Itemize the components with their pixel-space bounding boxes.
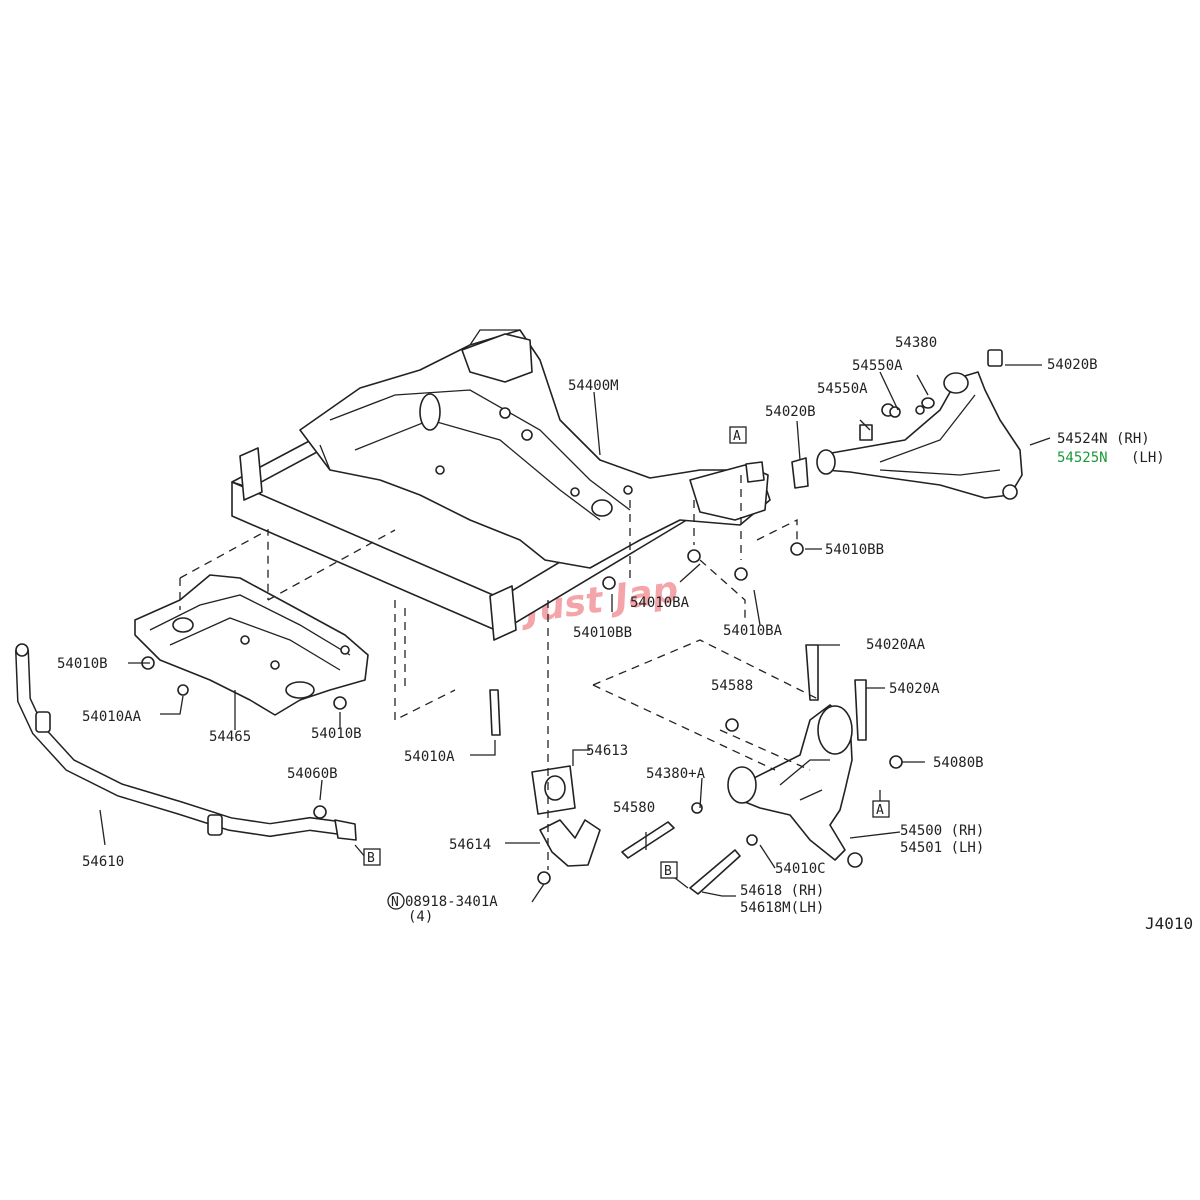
callout-54465: 54465 [209,729,251,745]
svg-text:A: A [876,803,884,818]
callout-54010BA-center: 54010BA [630,595,690,611]
callout-54580: 54580 [613,800,655,816]
fasteners [141,405,925,895]
callout-54010C: 54010C [775,861,826,877]
callout-54010B-subframe: 54010B [311,726,362,742]
callout-54010BA-right: 54010BA [723,623,783,639]
svg-text:B: B [367,851,375,866]
ref-marker-b-bar: B [363,848,381,866]
callout-54618-rh: 54618 (RH) [740,883,824,899]
ref-marker-a-top: A [729,426,747,444]
callout-54550A-lower: 54550A [817,381,868,397]
callout-54060B: 54060B [287,766,338,782]
subframe-54465 [134,574,369,716]
callout-54010BB-center: 54010BB [573,625,632,641]
crossmember-54400M [231,329,771,641]
callout-54080B: 54080B [933,755,984,771]
svg-text:A: A [733,429,741,444]
callout-54400M: 54400M [568,378,619,394]
callout-54020B-left: 54020B [765,404,816,420]
ref-marker-b-link: B [660,861,678,879]
callout-54550A-upper: 54550A [852,358,903,374]
callout-54614: 54614 [449,837,491,853]
ref-marker-a-lower: A [872,800,890,818]
upper-arm-54524N [791,349,1023,500]
callout-54020AA: 54020AA [866,637,926,653]
lower-arm-54500 [727,704,863,868]
callout-54588: 54588 [711,678,753,694]
callout-54524N-rh: 54524N (RH) [1057,431,1150,447]
callout-54525N-lh-highlighted: 54525N [1057,450,1108,466]
callout-54610: 54610 [82,854,124,870]
svg-text:(4): (4) [408,909,433,925]
callout-54010BB-right: 54010BB [825,542,884,558]
callout-54501-lh: 54501 (LH) [900,840,984,856]
callout-54020A: 54020A [889,681,940,697]
callout-08918-3401A: N 08918-3401A (4) [387,892,498,925]
callout-54010AA: 54010AA [82,709,142,725]
guide-lines [179,475,821,870]
callout-54500-rh: 54500 (RH) [900,823,984,839]
callout-54525N-side: (LH) [1131,450,1165,466]
svg-text:08918-3401A: 08918-3401A [405,894,498,910]
callout-54380: 54380 [895,335,937,351]
callout-54020B-right: 54020B [1047,357,1098,373]
diagram-code: J4010 [1145,914,1193,933]
svg-text:N: N [391,895,399,910]
callout-54010A: 54010A [404,749,455,765]
stabilizer-bar-54610 [15,643,357,841]
callout-54380-A: 54380+A [646,766,706,782]
svg-text:B: B [664,864,672,879]
bushing-54613 [531,765,576,815]
callout-54618M-lh: 54618M(LH) [740,900,824,916]
clamp-54614 [539,819,601,867]
callout-54613: 54613 [586,743,628,759]
callout-54010B-left: 54010B [57,656,108,672]
